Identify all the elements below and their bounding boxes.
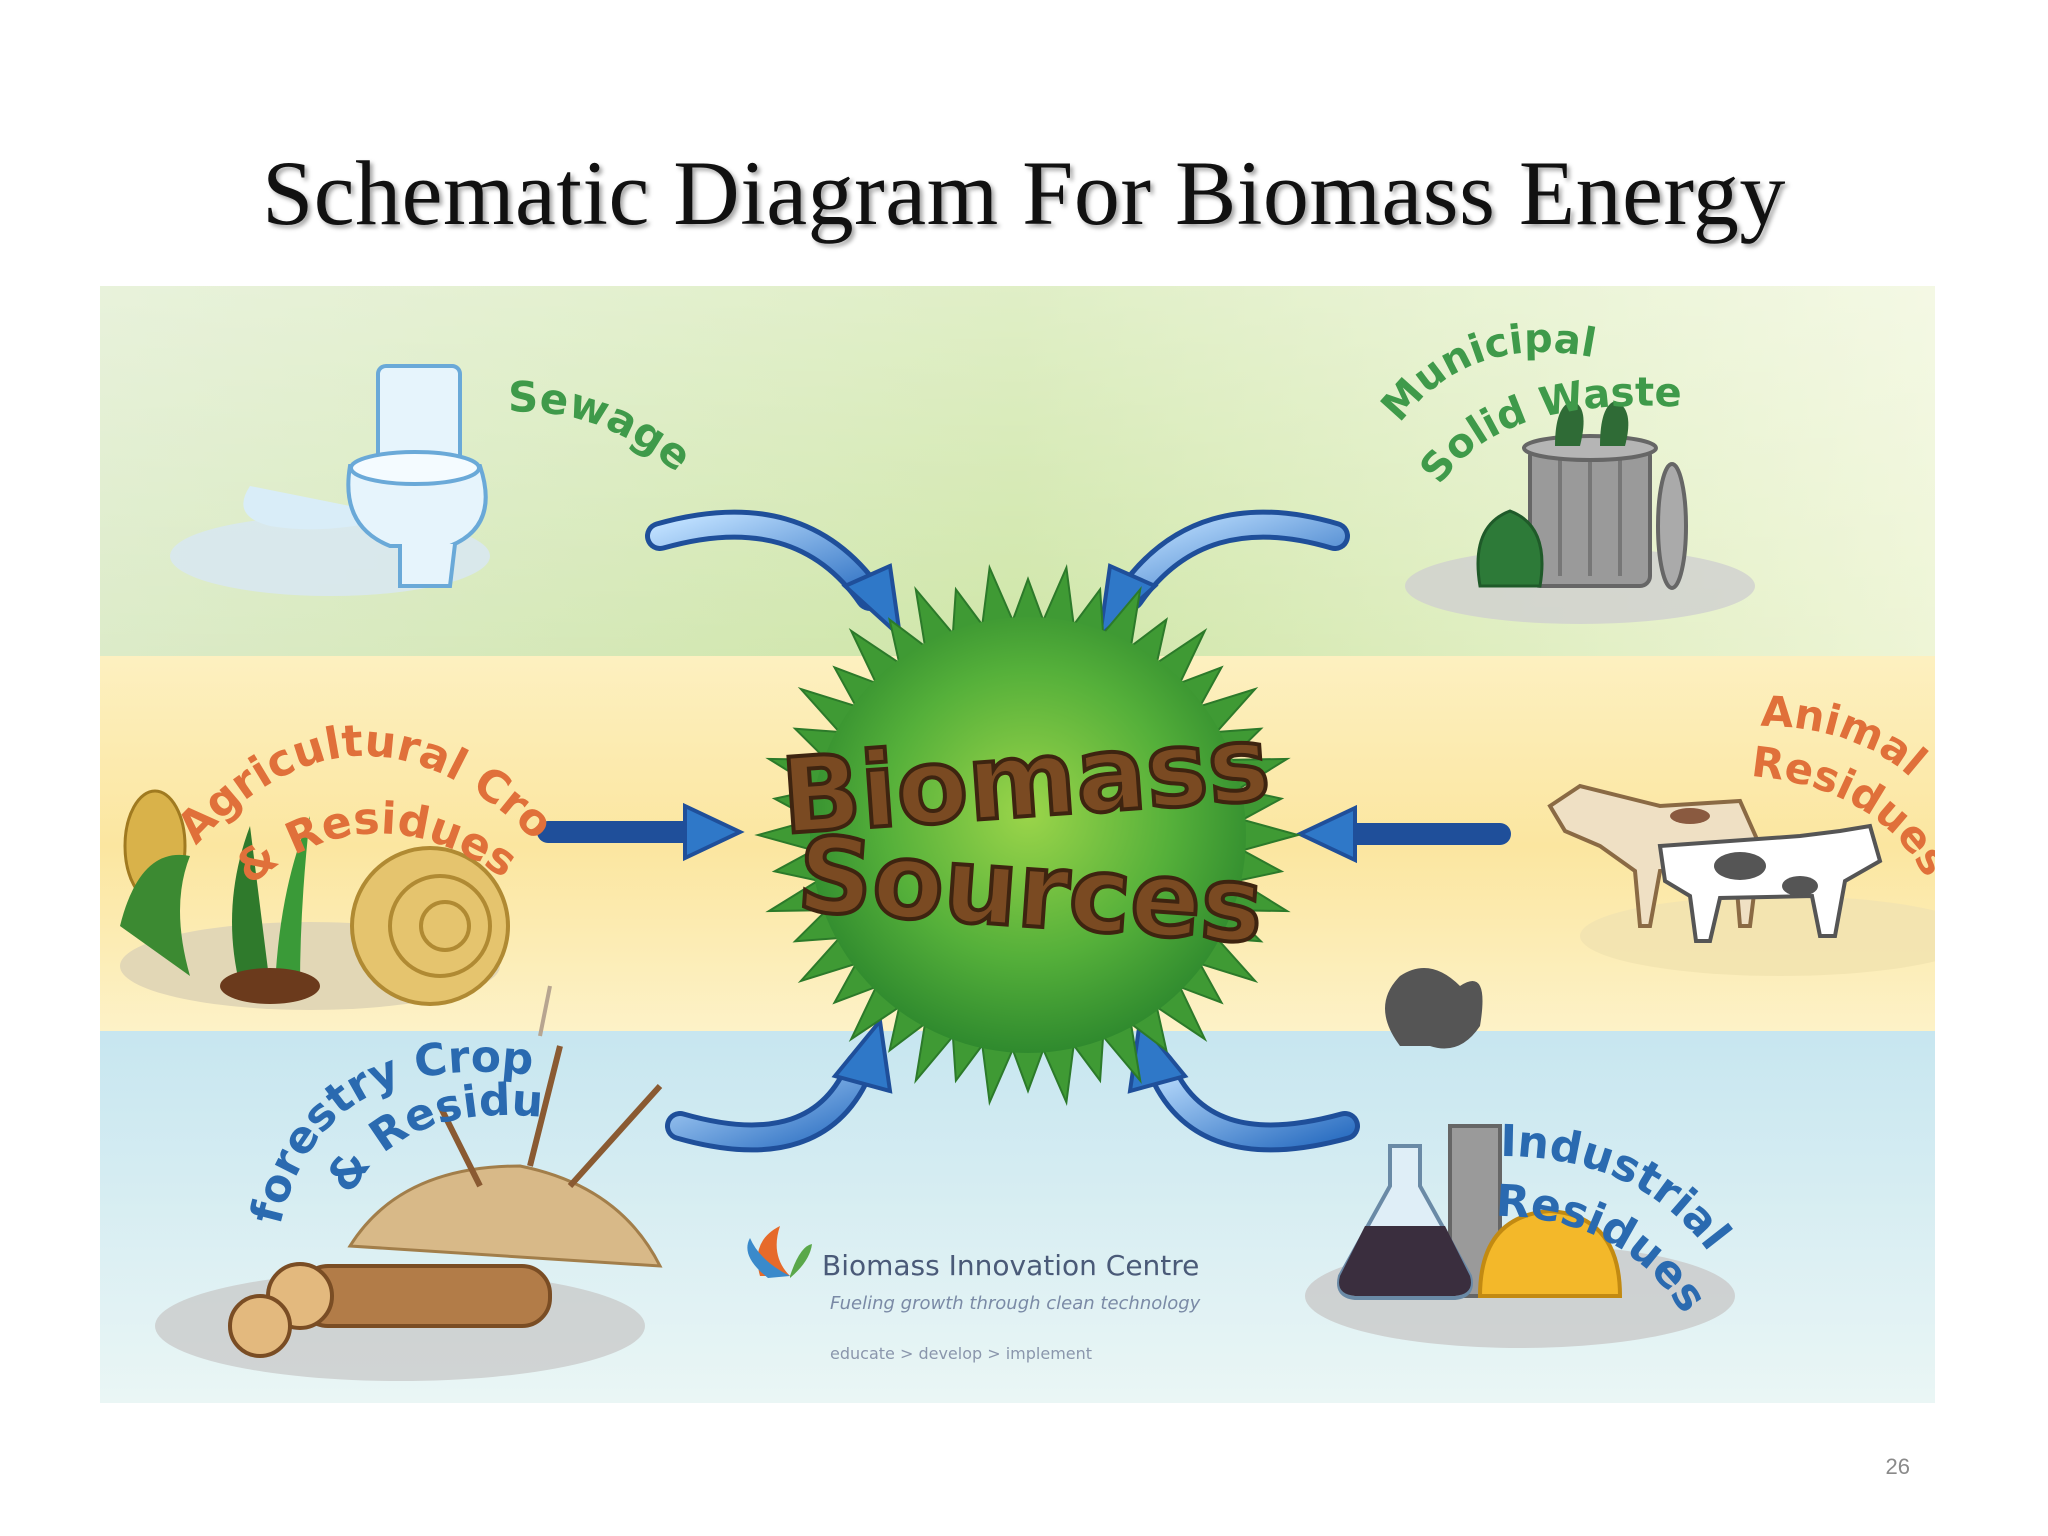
agricultural-crops-icon (120, 789, 510, 1006)
arrow-sewage (645, 509, 903, 642)
logo-name: Biomass Innovation Centre (822, 1249, 1199, 1282)
page-number: 26 (1885, 1454, 1910, 1479)
slide-title: Schematic Diagram For Biomass Energy (262, 142, 1786, 244)
industrial-residues-icon (1337, 968, 1623, 1300)
animal-residues-icon (1547, 783, 1883, 943)
biomass-diagram: Biomass Sources Sewage Municipal Solid W… (100, 286, 1935, 1403)
trash-can-icon (1476, 401, 1688, 590)
arrow-forestry (665, 1016, 893, 1153)
biomass-innovation-centre-logo: Biomass Innovation Centre Fueling growth… (747, 1226, 1201, 1363)
animal-ground (1580, 896, 1935, 976)
arrow-animal (1295, 804, 1511, 864)
toilet-icon (243, 364, 488, 588)
logo-tagline: Fueling growth through clean technology (830, 1293, 1201, 1314)
biomass-ball (810, 617, 1246, 1053)
forestry-residue-icon (228, 985, 663, 1358)
logo-steps: educate > develop > implement (830, 1344, 1092, 1363)
arrow-agricultural (537, 802, 745, 862)
